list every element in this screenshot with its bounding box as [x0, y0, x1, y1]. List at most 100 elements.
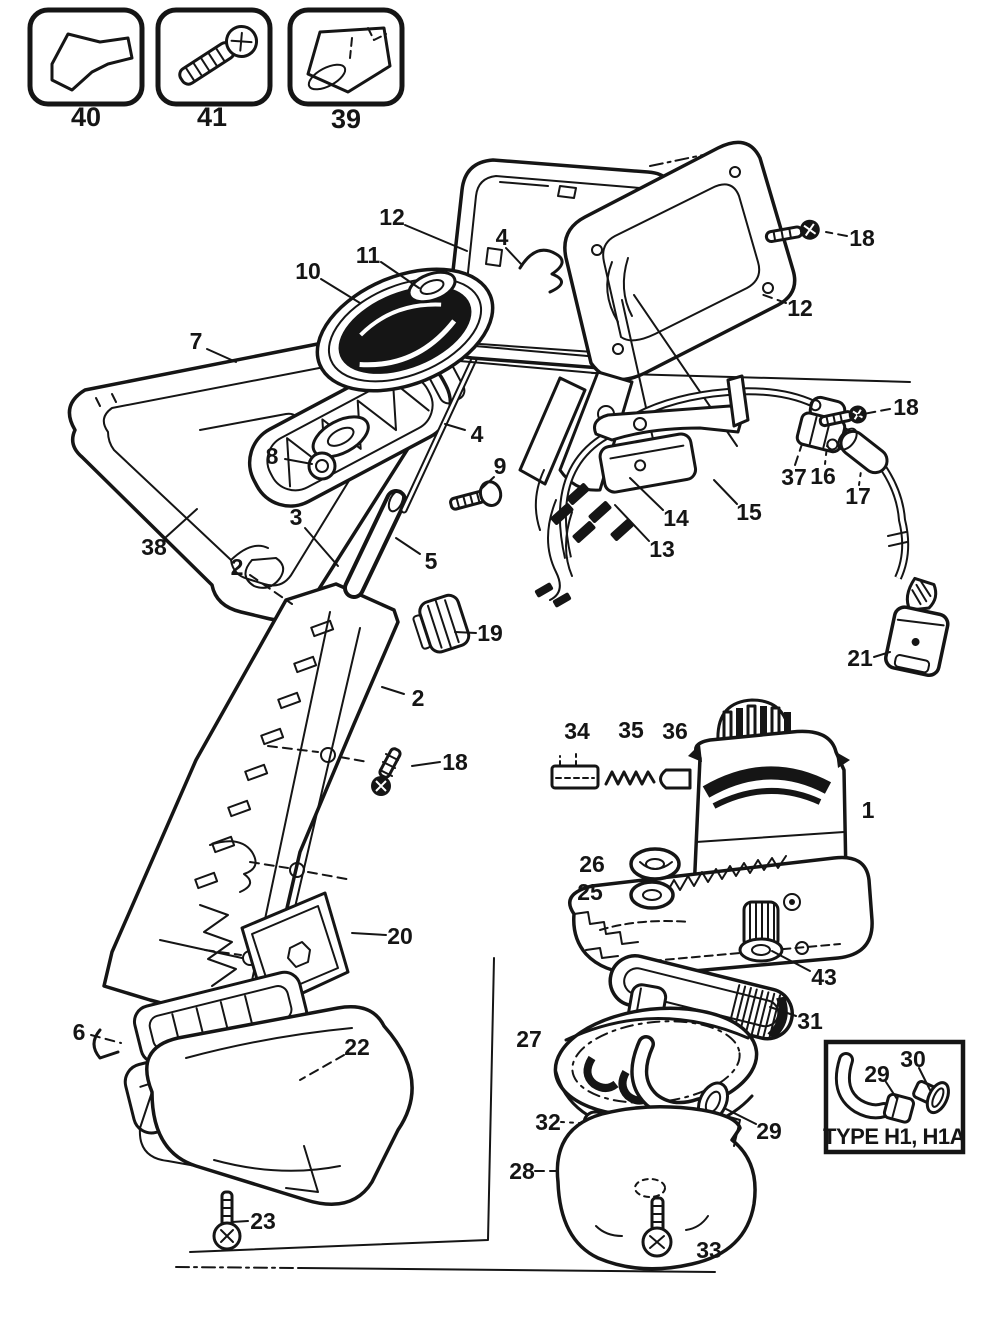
callout-19: 19: [454, 620, 503, 646]
callout-37: 37: [781, 443, 807, 490]
callout-6: 6: [73, 1019, 122, 1045]
internal-spring: [199, 904, 237, 987]
part-number-16: 16: [810, 463, 836, 489]
part-number-12: 12: [787, 295, 813, 321]
leader-line-29: [723, 1107, 757, 1125]
callout-21: 21: [847, 645, 891, 671]
callout-14: 14: [629, 477, 689, 531]
button-11: [407, 270, 457, 304]
callout-43: 43: [771, 950, 837, 990]
callout-31: 31: [769, 1006, 823, 1034]
internal-wire-4: [518, 248, 564, 294]
callout-8: 8: [266, 443, 313, 469]
callout-36: 36: [662, 718, 688, 744]
callout-34: 34: [564, 718, 590, 744]
leader-line-15: [713, 479, 738, 505]
part-number-6: 6: [73, 1019, 86, 1045]
callout-12: 12: [757, 292, 813, 321]
type-grommet-30: [912, 1080, 950, 1115]
part-number-4: 4: [471, 421, 484, 447]
callout-7: 7: [190, 328, 237, 363]
part-number-28: 28: [509, 1158, 535, 1184]
leader-line-38: [164, 508, 198, 539]
part-number-21: 21: [847, 645, 873, 671]
impeller-10: [315, 267, 495, 393]
leader-line-9: [479, 476, 495, 491]
part-number-26: 26: [579, 851, 605, 877]
callout-29: 29: [723, 1107, 782, 1144]
part-number-29: 29: [756, 1118, 782, 1144]
leader-line-29: [885, 1081, 898, 1100]
callout-22: 22: [299, 1034, 370, 1081]
part-number-34: 34: [564, 718, 590, 744]
type-box-title: TYPE H1, H1A: [823, 1124, 966, 1149]
leader-line-18: [411, 761, 441, 767]
callout-15: 15: [713, 479, 762, 525]
type-tube-29: [835, 1052, 916, 1124]
lattice: [286, 380, 430, 488]
callout-11: 11: [356, 242, 420, 289]
callout-17: 17: [845, 470, 871, 509]
callout-1: 1: [862, 797, 875, 823]
floor-line-left: [175, 1266, 301, 1269]
washer-25: [629, 880, 675, 910]
callout-27: 27: [516, 1026, 542, 1052]
brush-spring-35: [604, 770, 656, 786]
gearbox-plate: [568, 855, 874, 977]
switch-body-14: [598, 432, 698, 494]
part-number-3: 3: [290, 504, 303, 530]
callout-20: 20: [351, 923, 413, 949]
screw-18-shaft: [371, 747, 402, 796]
part-number-2: 2: [231, 554, 244, 580]
leader-line-12: [757, 292, 787, 304]
legend-label-41: 41: [197, 102, 227, 132]
part-number-2: 2: [412, 685, 425, 711]
part-number-30: 30: [900, 1046, 926, 1072]
plug-21: [884, 576, 950, 678]
callout-23: 23: [231, 1208, 276, 1234]
screw-icon: [178, 24, 259, 86]
leader-line-6: [90, 1034, 122, 1044]
detail-frame-line: [189, 957, 495, 1253]
part-number-22: 22: [344, 1034, 370, 1060]
leader-line-16: [824, 445, 828, 465]
callout-26: 26: [579, 851, 605, 877]
legend-label-40: 40: [71, 102, 101, 132]
callout-13: 13: [614, 504, 675, 562]
part-number-36: 36: [662, 718, 688, 744]
callout-33: 33: [696, 1237, 722, 1263]
leader-line-8: [284, 458, 313, 465]
leader-line-4: [444, 423, 466, 431]
callout-30: 30: [900, 1046, 931, 1091]
part-number-18: 18: [442, 749, 468, 775]
leader-line-7: [206, 348, 237, 363]
leader-line-21: [873, 651, 891, 658]
callout-3: 3: [290, 504, 339, 567]
leader-line-13: [614, 504, 650, 542]
part-number-11: 11: [356, 242, 381, 268]
callout-2: 2: [381, 685, 425, 711]
callout-38: 38: [141, 508, 198, 560]
part-number-18: 18: [849, 225, 875, 251]
leader-line-2: [381, 686, 405, 695]
screw-33: [641, 1196, 673, 1258]
legend-box-screw: [155, 7, 273, 107]
leader-line-20: [351, 932, 387, 936]
leader-line-17: [858, 470, 862, 486]
sleeve-icon: [306, 26, 392, 94]
part-number-4: 4: [496, 224, 509, 250]
leader-line-19: [454, 631, 477, 634]
cover-strut: [518, 376, 587, 486]
part-number-12: 12: [379, 204, 405, 230]
callout-18: 18: [857, 394, 919, 420]
switch-terminals-13: [534, 469, 634, 608]
leader-line-18: [825, 231, 848, 237]
screw-23: [212, 1190, 242, 1251]
callout-10: 10: [295, 258, 361, 304]
part-number-18: 18: [893, 394, 919, 420]
leader-line-10: [320, 278, 361, 304]
part-number-33: 33: [696, 1237, 722, 1263]
sleeve-17: [837, 427, 889, 475]
callout-4: 4: [496, 224, 522, 265]
